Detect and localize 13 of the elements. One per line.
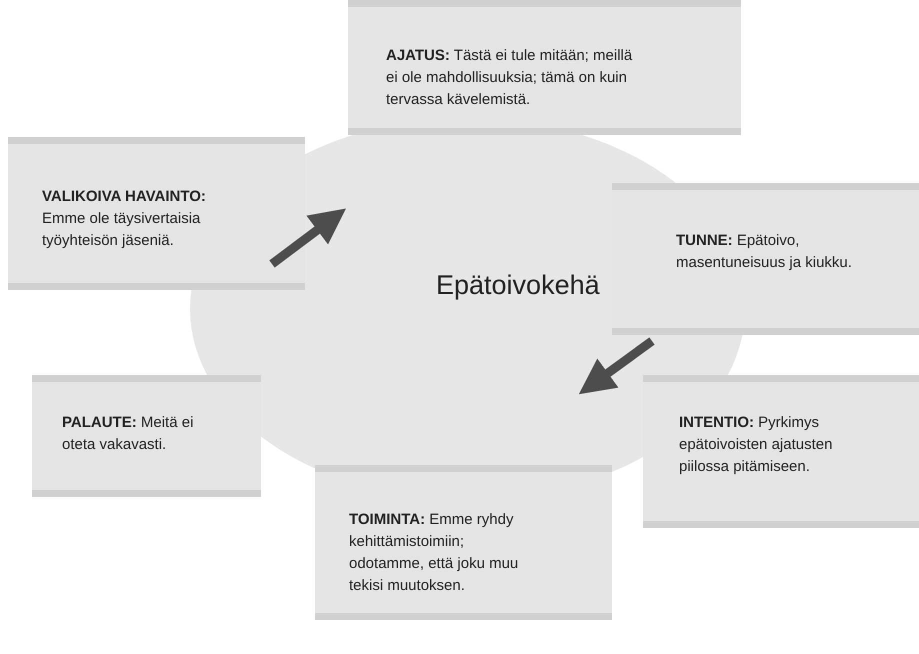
box-text: TOIMINTA: Emme ryhdy kehittämistoimiin; odotamme, että joku muu tekisi muutoksen. <box>349 510 520 596</box>
text-box <box>8 137 305 290</box>
text-box <box>612 183 919 335</box>
box-text: PALAUTE: Meitä ei oteta vakavasti. <box>62 413 194 455</box>
box-text: TUNNE: Epätoivo, masentuneisuus ja kiukku. <box>676 231 853 273</box>
text-box <box>315 465 612 620</box>
box-text: VALIKOIVA HAVAINTO: Emme ole täysivertaisia työyhteisön jäseniä. <box>42 187 207 251</box>
text-box <box>32 375 261 497</box>
box-text: INTENTIO: Pyrkimys epätoivoisten ajatusten piilossa pitämiseen. <box>679 413 834 477</box>
text-box <box>348 0 741 135</box>
cycle-title: Epätoivokehä <box>436 270 600 301</box>
box-text: AJATUS: Tästä ei tule mitään; meillä ei ole mahdollisuuksia; tämä on kuin tervassa kävelemistä. <box>386 46 634 110</box>
text-box <box>643 375 919 528</box>
